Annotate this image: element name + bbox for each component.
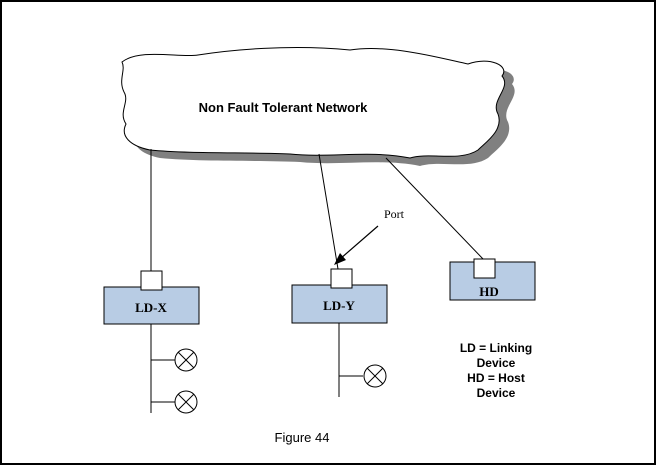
device-ldy-port [330, 268, 353, 289]
port-label: Port [384, 207, 405, 221]
device-ldy-label: LD-Y [323, 298, 355, 313]
figure-caption: Figure 44 [275, 430, 330, 445]
device-ldx-label: LD-X [135, 300, 167, 315]
device-hd-label: HD [479, 284, 499, 299]
link-hd [385, 157, 485, 261]
legend-line-3: HD = Host [467, 371, 525, 385]
port-arrow-head [334, 253, 346, 265]
legend-line-4: Device [477, 386, 516, 400]
lamp-icon [363, 364, 387, 388]
legend-line-2: Device [477, 356, 516, 370]
device-hd-port [473, 258, 496, 279]
lamp-icon [174, 348, 198, 372]
network-label: Non Fault Tolerant Network [199, 100, 369, 115]
device-ldx-box [103, 286, 200, 325]
legend-line-1: LD = Linking [460, 341, 532, 355]
lamp-icon [174, 390, 198, 414]
link-ldy [318, 153, 339, 270]
port-arrow [339, 225, 379, 260]
device-ldx-port [140, 270, 163, 291]
network-cloud [121, 46, 505, 159]
